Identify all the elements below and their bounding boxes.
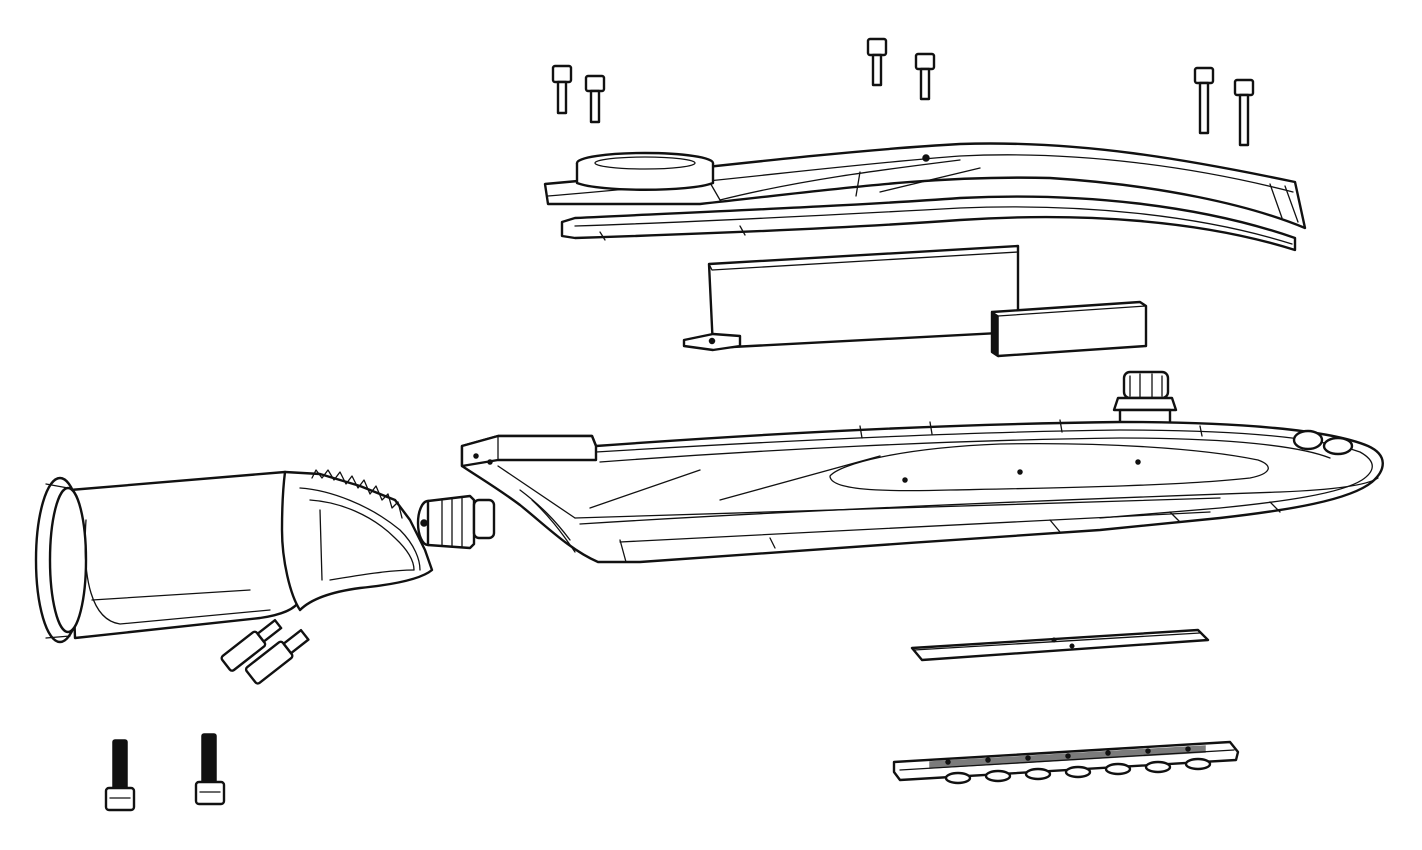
led-lens-tabs bbox=[945, 746, 1191, 765]
top-screw bbox=[1193, 66, 1215, 135]
clamp-bolt bbox=[104, 739, 136, 812]
lens-gasket bbox=[910, 628, 1210, 662]
top-screw bbox=[551, 64, 573, 115]
cover-gasket bbox=[560, 195, 1297, 252]
adapter-screws bbox=[220, 618, 310, 685]
cable-gland-side bbox=[416, 494, 496, 550]
pole-mount-adapter bbox=[34, 469, 434, 644]
top-cover bbox=[543, 142, 1307, 230]
adapter-screw bbox=[220, 618, 283, 672]
led-lens-module bbox=[892, 740, 1240, 785]
main-housing bbox=[460, 419, 1384, 564]
adapter-screw bbox=[244, 628, 310, 685]
top-screws bbox=[551, 37, 1255, 147]
driver-box bbox=[682, 244, 1020, 352]
led-lens-bumps bbox=[944, 757, 1212, 785]
clamp-bolt bbox=[194, 733, 226, 806]
terminal-block bbox=[990, 300, 1148, 358]
cable-gland-top bbox=[1112, 370, 1178, 426]
top-screw bbox=[866, 37, 888, 87]
top-screw bbox=[584, 74, 606, 124]
clamp-bolts bbox=[104, 733, 226, 812]
top-screw bbox=[1233, 78, 1255, 147]
top-screw bbox=[914, 52, 936, 101]
